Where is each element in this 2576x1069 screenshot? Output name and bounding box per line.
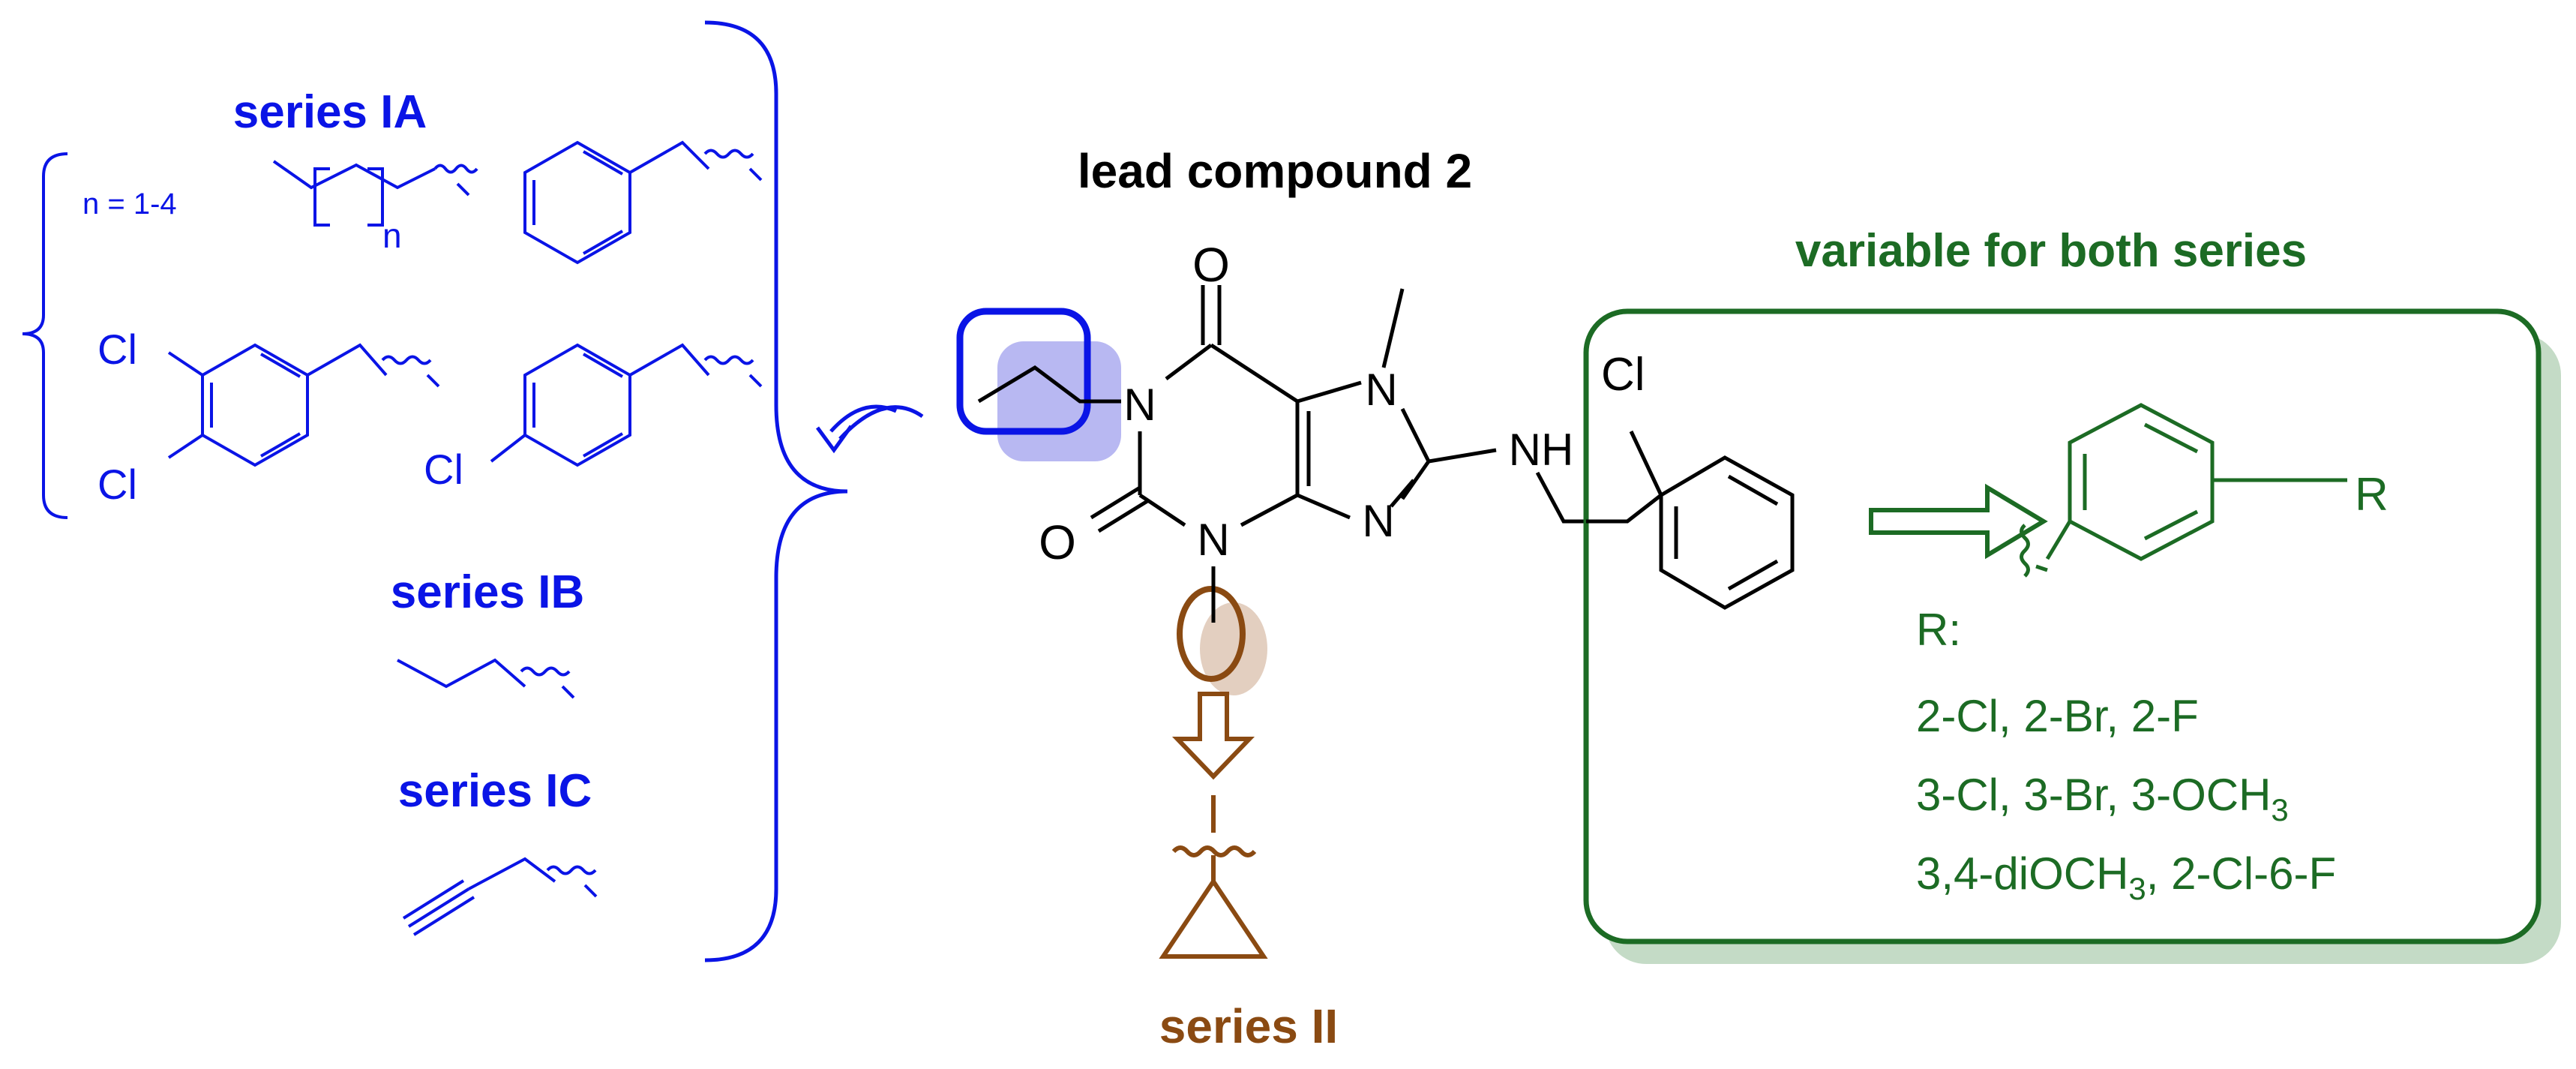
n-subscript: n <box>382 216 402 255</box>
cl-ortho-label: Cl <box>1601 349 1645 401</box>
lead-compound: lead compound 2 <box>956 144 1795 1053</box>
atom-n3: N <box>1197 515 1229 565</box>
series-ii-arrow <box>1159 692 1268 959</box>
cl-para-label: Cl <box>424 446 463 493</box>
wavy-bond <box>703 355 754 365</box>
wavy-bond <box>546 865 597 875</box>
aryl-ring-overlay <box>1586 430 1795 610</box>
propargyl-group <box>402 857 598 936</box>
atom-n7: N <box>1365 365 1397 415</box>
atom-o-top: O <box>1192 238 1230 292</box>
n-range-label: n = 1-4 <box>82 188 177 221</box>
series-ii-title: series II <box>1159 999 1338 1053</box>
wavy-bond <box>520 666 571 677</box>
r-line-3: 3,4-diOCH3, 2-Cl-6-F <box>1916 848 2336 906</box>
replacement-arrow <box>1869 483 2048 560</box>
r-line-3-b: , 2-Cl-6-F <box>2146 848 2336 899</box>
series-ia-title: series IA <box>233 86 427 138</box>
wavy-bond <box>381 355 432 365</box>
r-line-3-sub: 3 <box>2128 871 2146 906</box>
r-line-1: 2-Cl, 2-Br, 2-F <box>1916 691 2199 741</box>
r-line-2: 3-Cl, 3-Br, 3-OCH3 <box>1916 770 2289 827</box>
r-line-2-main: 3-Cl, 3-Br, 3-OCH <box>1916 770 2271 820</box>
alkyl-chain-n <box>272 160 478 227</box>
atom-n1: N <box>1123 380 1156 430</box>
r-header: R: <box>1916 605 1961 655</box>
wavy-bond <box>2020 524 2030 578</box>
substituted-phenyl <box>2020 403 2347 578</box>
dichlorobenzyl-group <box>167 343 440 467</box>
right-panel-title: variable for both series <box>1795 225 2307 277</box>
atom-n9: N <box>1362 496 1394 546</box>
chlorobenzyl-group <box>490 343 763 467</box>
n3-substituent-outline <box>1177 586 1246 682</box>
right-panel-box <box>1583 308 2542 944</box>
propyl-group <box>397 658 575 699</box>
atom-o-left: O <box>1039 515 1076 569</box>
lead-compound-title: lead compound 2 <box>1078 144 1472 198</box>
r-atom-label: R <box>2355 469 2389 521</box>
cyclopropyl-ring <box>1159 877 1268 959</box>
wavy-bond <box>1171 845 1257 857</box>
benzyl-group <box>523 140 763 265</box>
small-bracket <box>22 152 68 519</box>
atom-nh: NH <box>1509 425 1574 475</box>
wavy-bond <box>433 164 478 174</box>
large-bracket <box>704 20 848 962</box>
right-panel: variable for both series Cl R <box>1583 225 2561 964</box>
r-line-3-a: 3,4-diOCH <box>1916 848 2128 899</box>
left-panel: series IA n = 1-4 n <box>22 20 848 962</box>
wavy-bond <box>703 149 754 159</box>
series-ic-title: series IC <box>398 765 592 817</box>
r-line-2-sub: 3 <box>2271 792 2288 827</box>
curved-arrow <box>815 404 924 454</box>
n3-substituent-highlight <box>1200 602 1267 695</box>
cl-bottom-label: Cl <box>97 461 137 508</box>
cl-top-label: Cl <box>97 326 137 373</box>
n1-substituent-outline <box>956 308 1091 435</box>
series-ib-title: series IB <box>391 566 585 618</box>
